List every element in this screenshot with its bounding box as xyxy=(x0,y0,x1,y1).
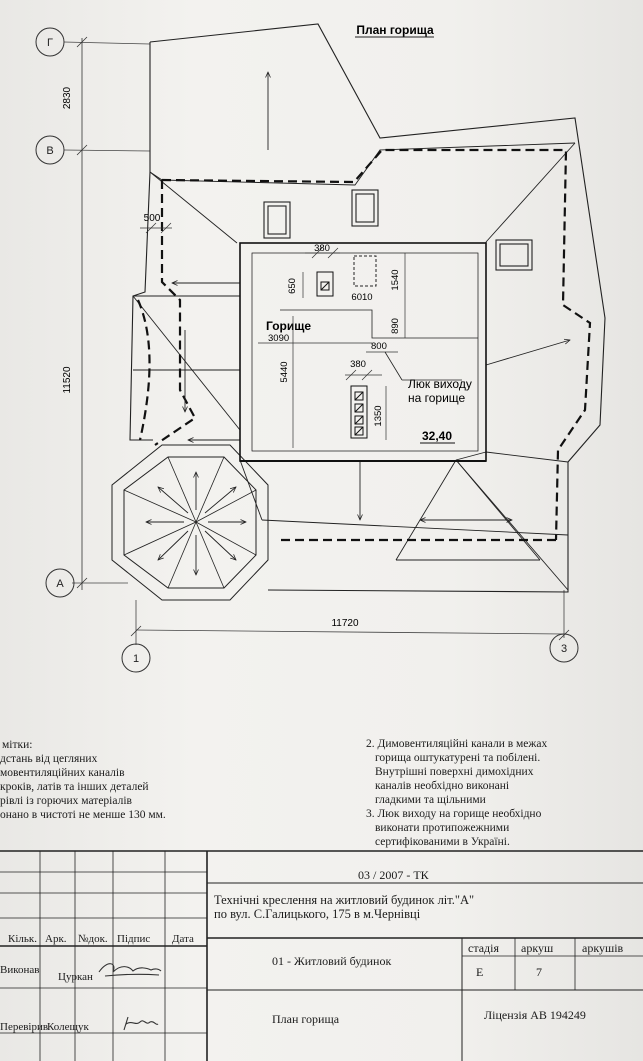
name-checker: Колещук xyxy=(47,1021,89,1033)
attic-room xyxy=(239,242,487,462)
header-data: Дата xyxy=(172,933,194,945)
roof-outline xyxy=(129,23,606,593)
dim-5440: 5440 xyxy=(279,361,290,382)
dim-3090: 3090 xyxy=(268,333,289,344)
stage-header: стадія xyxy=(468,941,500,955)
role-checker: Перевірив xyxy=(0,1021,49,1033)
sheet-value: 7 xyxy=(536,965,542,979)
dashed-contour xyxy=(136,148,592,542)
notes-right-line2: горища оштукатурені та побілені. xyxy=(375,752,541,764)
axis-label-a: А xyxy=(56,578,64,590)
notes-left-line4: рівлі із горючих матеріалів xyxy=(0,795,132,807)
octagon-roof xyxy=(111,444,269,601)
notes-right-line3: Внутрішні поверхні димохідних xyxy=(375,766,534,778)
slope-arrows xyxy=(172,72,570,520)
dim-380-top: 380 xyxy=(314,243,330,254)
dormer-windows xyxy=(263,189,533,271)
object-name: 01 - Житловий будинок xyxy=(272,954,392,968)
axis-label-g: Г xyxy=(47,37,53,49)
notes-right-line5: гладкими та щільними xyxy=(375,794,486,806)
doc-code: 03 / 2007 - ТК xyxy=(358,868,429,882)
role-executor: Виконав xyxy=(0,964,40,976)
hatch-label-line2: на горище xyxy=(408,391,466,405)
signature-checker xyxy=(123,1016,159,1031)
notes-right-line6: 3. Люк виходу на горище необхідно xyxy=(366,808,542,820)
dim-11720: 11720 xyxy=(331,618,359,629)
attic-plan-drawing: План горища Г В А 1 3 2830 11520 11720 xyxy=(35,23,606,673)
signature-executor xyxy=(98,963,162,977)
dim-650: 650 xyxy=(287,278,298,294)
license: Ліцензія АВ 194249 xyxy=(484,1008,586,1022)
dim-800: 800 xyxy=(371,341,387,352)
notes-right-line1: 2. Димовентиляційні канали в межах xyxy=(366,738,548,750)
room-label: Горище xyxy=(266,319,311,333)
dim-11520: 11520 xyxy=(62,366,73,394)
dim-1540: 1540 xyxy=(390,269,401,290)
dim-890: 890 xyxy=(390,318,401,334)
notes-right-line8: сертифікованими в Україні. xyxy=(375,836,510,848)
notes-left-line2: мовентиляційних каналів xyxy=(0,767,125,779)
hatch-label-line1: Люк виходу xyxy=(408,377,472,391)
notes-right-line7: виконати протипожежними xyxy=(375,822,510,834)
notes-left-line3: кроків, латів та інших деталей xyxy=(0,781,149,793)
room-area: 32,40 xyxy=(422,429,452,443)
drawing-title: План горища xyxy=(356,23,434,37)
dim-380-bottom: 380 xyxy=(350,359,366,370)
axis-bubbles xyxy=(35,27,579,673)
dim-500: 500 xyxy=(144,213,161,224)
name-executor: Цуркан xyxy=(58,971,93,983)
axis-label-1: 1 xyxy=(133,653,139,665)
notes-right-line4: каналів необхідно виконані xyxy=(375,780,510,792)
dim-1350: 1350 xyxy=(373,405,384,426)
dim-2830: 2830 xyxy=(62,86,73,109)
title-block xyxy=(0,850,643,1061)
header-ndok: №док. xyxy=(78,933,108,945)
sheets-header: аркушів xyxy=(582,941,624,955)
header-ark: Арк. xyxy=(45,933,67,945)
axis-label-3: 3 xyxy=(561,643,567,655)
header-pidpys: Підпис xyxy=(117,933,151,945)
notes-left-line1: дстань від цегляних xyxy=(0,753,98,765)
stage-value: Е xyxy=(476,965,484,979)
dim-6010: 6010 xyxy=(351,292,372,303)
sheet-name: План горища xyxy=(272,1012,340,1026)
project-title-line1: Технічні креслення на житловий будинок л… xyxy=(214,893,475,907)
notes-left-line5: онано в чистоті не менше 130 мм. xyxy=(0,809,166,821)
sheet-header: аркуш xyxy=(521,941,554,955)
axis-lines xyxy=(63,41,565,645)
header-kilk: Кільк. xyxy=(8,933,37,945)
project-title-line2: по вул. С.Галицького, 175 в м.Чернівці xyxy=(214,907,421,921)
notes-left-title: мітки: xyxy=(2,739,33,751)
axis-label-v: В xyxy=(46,145,53,157)
